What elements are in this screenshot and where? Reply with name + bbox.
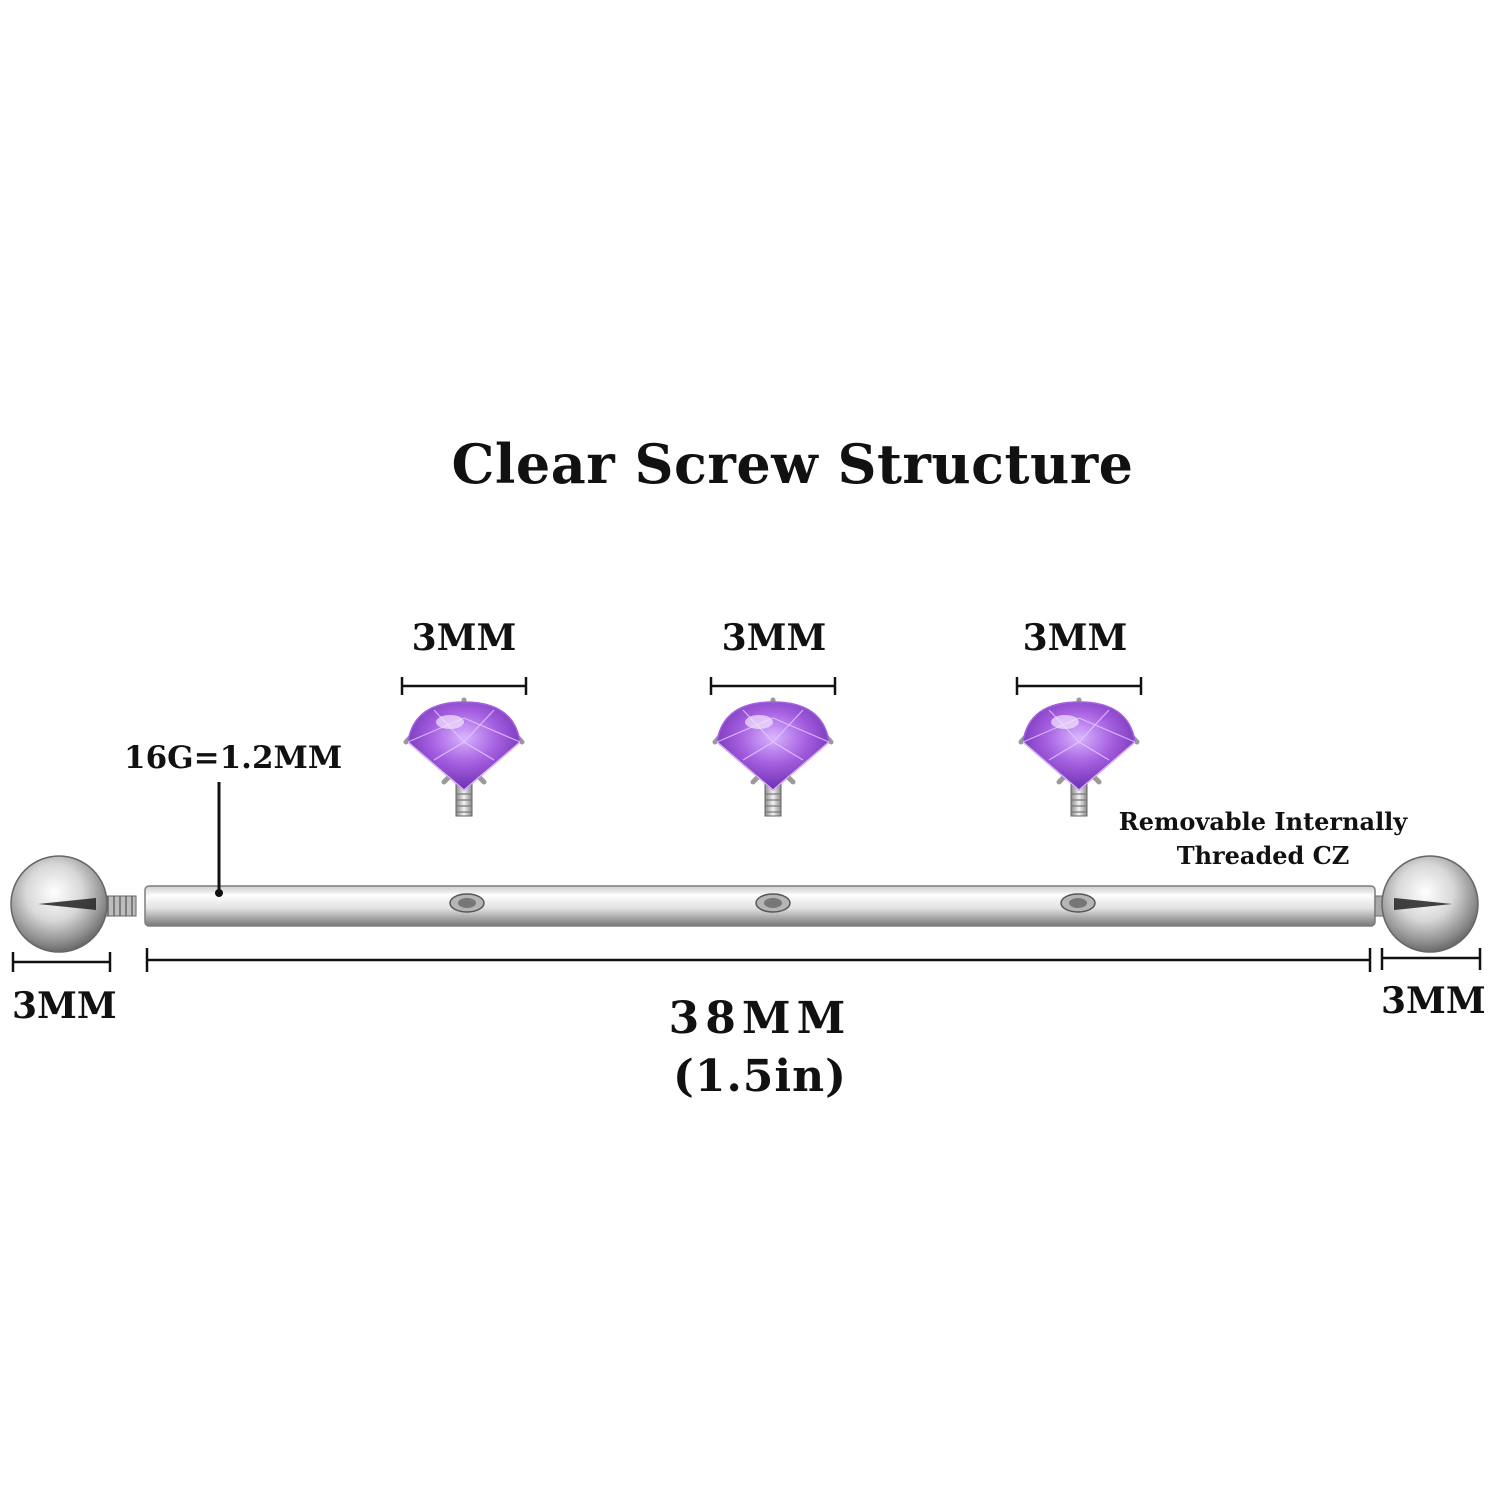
threaded-hole	[755, 893, 791, 913]
cz-gem-icon	[1015, 677, 1143, 817]
dimension-right-ball-line	[1380, 948, 1482, 970]
steel-ball-icon	[10, 855, 137, 953]
bar-length-inch: (1.5in)	[673, 1051, 847, 1102]
cz-gem-icon	[400, 677, 528, 817]
gem-dimension-line	[709, 677, 837, 695]
gauge-pointer	[215, 782, 223, 897]
barbell-bar-icon	[144, 885, 1388, 927]
removable-cz-label: Removable Internally Threaded CZ	[1118, 807, 1408, 870]
gem-dimension-line	[1015, 677, 1143, 695]
threaded-hole	[449, 893, 485, 913]
page-title: Clear Screw Structure	[451, 432, 1134, 496]
gauge-label: 16G=1.2MM	[124, 740, 343, 776]
steel-ball-icon	[1381, 855, 1479, 953]
threaded-hole	[1060, 893, 1096, 913]
right-ball-size-label: 3MM	[1381, 980, 1486, 1022]
left-ball-size-label: 3MM	[12, 985, 117, 1027]
gem-size-label: 3MM	[1022, 617, 1128, 659]
gem-dimension-line	[400, 677, 528, 695]
bar-length-mm: 38MM	[668, 993, 852, 1044]
bar-length-label: 38MM (1.5in)	[600, 990, 920, 1106]
gem-size-label: 3MM	[411, 617, 517, 659]
dimension-left-ball-line	[11, 952, 112, 972]
dimension-length-line	[145, 948, 1372, 972]
cz-gem-icon	[709, 677, 837, 817]
gem-size-label: 3MM	[721, 617, 827, 659]
